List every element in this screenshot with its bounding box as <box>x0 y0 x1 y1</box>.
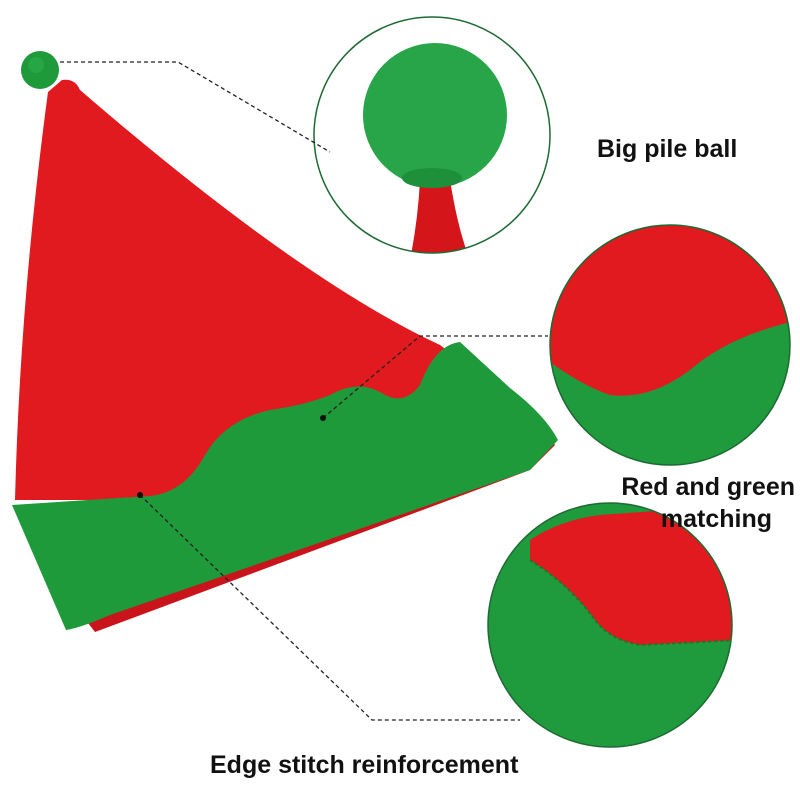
callout-dot <box>137 492 143 498</box>
label-stitch: Edge stitch reinforcement <box>210 751 519 779</box>
circle-border <box>549 224 791 466</box>
circle-border <box>487 502 733 748</box>
hat-brim <box>12 342 558 630</box>
detail-circle-matching <box>550 225 790 465</box>
label-matching-line2: matching <box>661 505 772 533</box>
callout-dot <box>320 415 326 421</box>
label-pile-ball: Big pile ball <box>597 135 737 163</box>
elf-hat <box>12 51 558 632</box>
pompom-highlight <box>28 57 44 73</box>
circle-border <box>313 16 551 254</box>
detail-circle-stitch <box>488 503 732 747</box>
callout-line-stitch <box>139 494 520 721</box>
label-matching-line1: Red and green <box>621 473 795 501</box>
detail-circle-pile-ball <box>314 17 550 253</box>
callout-line-matching <box>322 335 548 419</box>
